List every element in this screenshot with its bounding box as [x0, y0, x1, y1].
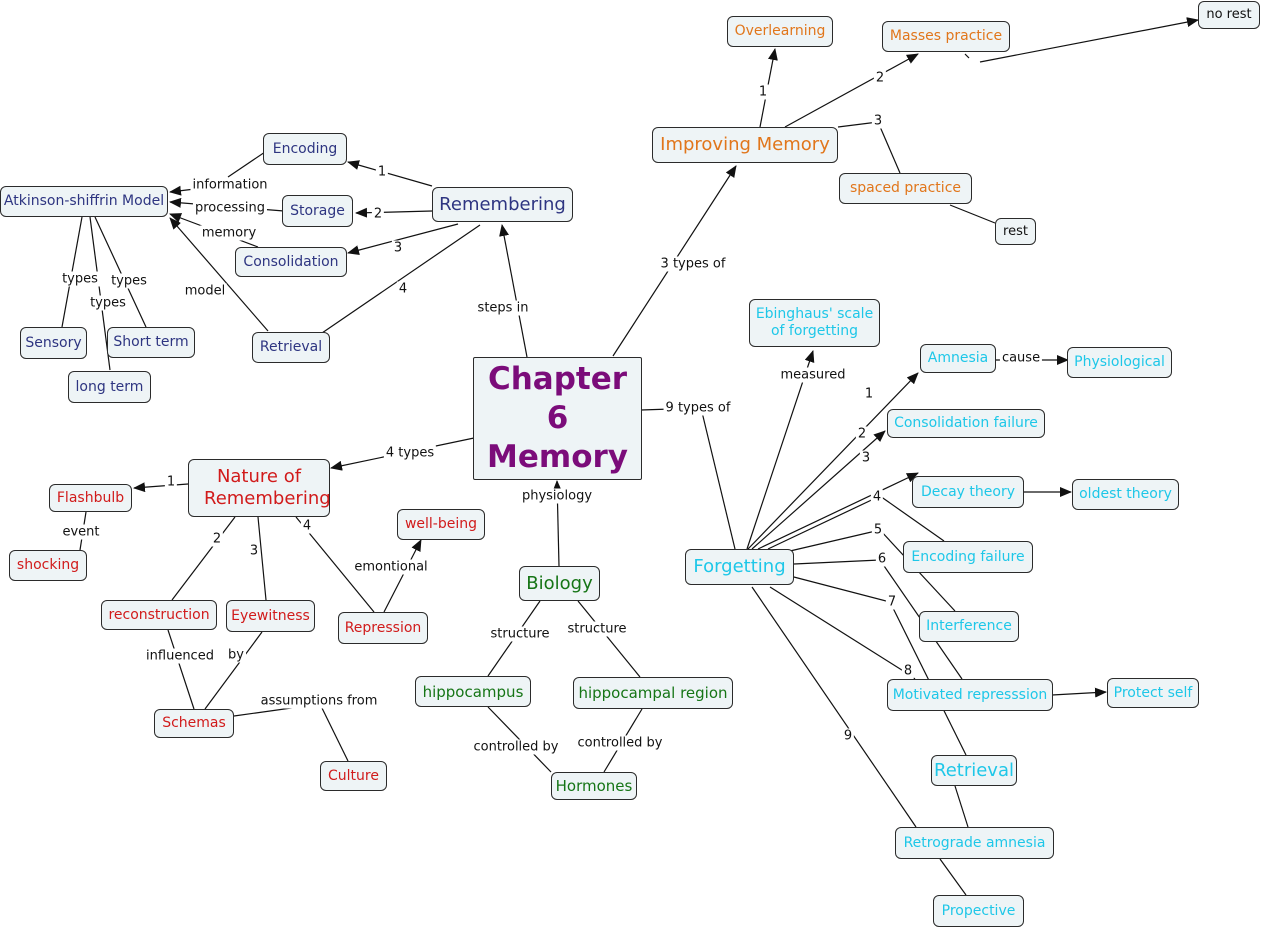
link-label-1-overlearning: 1	[756, 84, 770, 100]
node-retrograde-amnesia[interactable]: Retrograde amnesia	[895, 827, 1054, 859]
link-label-8-motivated-repression: 8	[901, 663, 915, 679]
link-label-1-flashbulb: 1	[164, 474, 178, 490]
node-nature-of-remembering[interactable]: Nature of Remembering	[188, 459, 331, 517]
link-label-2-masses: 2	[873, 70, 887, 86]
link-label-assumptions-from: assumptions from	[258, 693, 380, 709]
link-label-3-spaced: 3	[871, 113, 885, 129]
node-sensory[interactable]: Sensory	[20, 327, 87, 359]
link-label-controlled-by-right: controlled by	[575, 735, 665, 751]
node-amnesia[interactable]: Amnesia	[920, 344, 996, 373]
node-schemas[interactable]: Schemas	[154, 709, 234, 738]
node-motivated-repression[interactable]: Motivated represssion	[887, 679, 1053, 711]
node-biology[interactable]: Biology	[519, 566, 600, 601]
node-oldest-theory[interactable]: oldest theory	[1072, 479, 1179, 510]
node-overlearning[interactable]: Overlearning	[727, 16, 833, 47]
link-label-cause: cause	[999, 350, 1043, 366]
node-propective[interactable]: Propective	[933, 895, 1024, 927]
central-topic[interactable]: Chapter 6 Memory	[473, 357, 642, 480]
node-well-being[interactable]: well-being	[397, 509, 485, 540]
node-atkinson-shiffrin-model[interactable]: Atkinson-shiffrin Model	[0, 186, 168, 217]
link-label-1-encoding: 1	[375, 164, 389, 180]
link-label-9-types-of: 9 types of	[663, 400, 733, 416]
link-label-5-interference: 5	[871, 522, 885, 538]
center-title-line1: Chapter 6	[487, 361, 628, 437]
node-protect-self[interactable]: Protect self	[1107, 678, 1199, 708]
node-encoding[interactable]: Encoding	[263, 133, 347, 165]
node-short-term[interactable]: Short term	[107, 327, 195, 358]
link-label-2-reconstruction: 2	[210, 531, 224, 547]
link-label-3-decay: 3	[859, 450, 873, 466]
link-label-emontional: emontional	[352, 559, 430, 575]
node-improving-memory[interactable]: Improving Memory	[652, 127, 838, 163]
node-long-term[interactable]: long term	[68, 371, 151, 403]
node-forgetting[interactable]: Forgetting	[685, 549, 794, 585]
link-label-4-retrieval: 4	[396, 281, 410, 297]
link-label-influenced: influenced	[144, 648, 216, 664]
node-encoding-failure[interactable]: Encoding failure	[903, 541, 1033, 573]
node-spaced-practice[interactable]: spaced practice	[839, 173, 972, 204]
node-consolidation-failure[interactable]: Consolidation failure	[887, 409, 1045, 438]
node-hormones[interactable]: Hormones	[551, 772, 637, 800]
node-hippocampus[interactable]: hippocampus	[415, 676, 531, 707]
node-rest[interactable]: rest	[995, 218, 1036, 245]
link-label-types-long: types	[88, 295, 128, 311]
node-reconstruction[interactable]: reconstruction	[101, 600, 217, 630]
link-label-4-encoding-failure: 4	[870, 489, 884, 505]
link-label-structure-left: structure	[488, 626, 552, 642]
link-label-4-repression: 4	[300, 518, 314, 534]
center-title-line2: Memory	[487, 438, 628, 475]
node-retrieval-failure[interactable]: Retrieval	[931, 755, 1017, 786]
link-label-event: event	[60, 524, 102, 540]
link-label-controlled-by-left: controlled by	[471, 739, 561, 755]
node-no-rest[interactable]: no rest	[1198, 1, 1260, 29]
link-label-2-storage: 2	[371, 206, 385, 222]
link-label-1-amnesia: 1	[862, 386, 876, 402]
node-ebbinghaus-scale[interactable]: Ebinghaus' scale of forgetting	[749, 299, 880, 347]
node-decay-theory[interactable]: Decay theory	[912, 476, 1024, 508]
link-label-9-retrograde: 9	[841, 728, 855, 744]
node-masses-practice[interactable]: Masses practice	[882, 21, 1010, 52]
link-label-by: by	[226, 647, 246, 663]
link-label-6-motivated: 6	[875, 551, 889, 567]
link-label-information: information	[190, 177, 270, 193]
link-label-3-consolidation: 3	[391, 240, 405, 256]
link-label-measured: measured	[778, 367, 848, 383]
node-storage[interactable]: Storage	[282, 195, 353, 227]
node-retrieval-step[interactable]: Retrieval	[252, 332, 330, 363]
link-label-3-eyewitness: 3	[247, 543, 261, 559]
node-nature-of-remembering-label: Nature of Remembering	[204, 466, 331, 509]
node-interference[interactable]: Interference	[919, 611, 1019, 642]
link-label-memory: memory	[199, 225, 259, 241]
link-label-physiology: physiology	[519, 488, 595, 504]
node-hippocampal-region[interactable]: hippocampal region	[573, 677, 733, 709]
node-culture[interactable]: Culture	[320, 761, 387, 791]
node-physiological[interactable]: Physiological	[1067, 347, 1172, 378]
node-shocking[interactable]: shocking	[9, 550, 87, 581]
link-label-model: model	[182, 283, 228, 299]
link-label-2-consolidation-failure: 2	[855, 426, 869, 442]
node-consolidation[interactable]: Consolidation	[235, 247, 347, 277]
node-eyewitness[interactable]: Eyewitness	[226, 600, 315, 632]
link-label-steps-in: steps in	[475, 300, 531, 316]
node-flashbulb[interactable]: Flashbulb	[49, 484, 132, 512]
link-label-structure-right: structure	[565, 621, 629, 637]
link-label-7-retrieval: 7	[885, 594, 899, 610]
node-repression[interactable]: Repression	[338, 612, 428, 644]
link-label-3-types-of: 3 types of	[658, 256, 728, 272]
link-label-types-sensory: types	[60, 271, 100, 287]
node-remembering[interactable]: Remembering	[432, 187, 573, 222]
link-label-4-types: 4 types	[383, 445, 437, 461]
link-label-processing: processing	[192, 200, 268, 216]
link-label-types-short: types	[109, 273, 149, 289]
